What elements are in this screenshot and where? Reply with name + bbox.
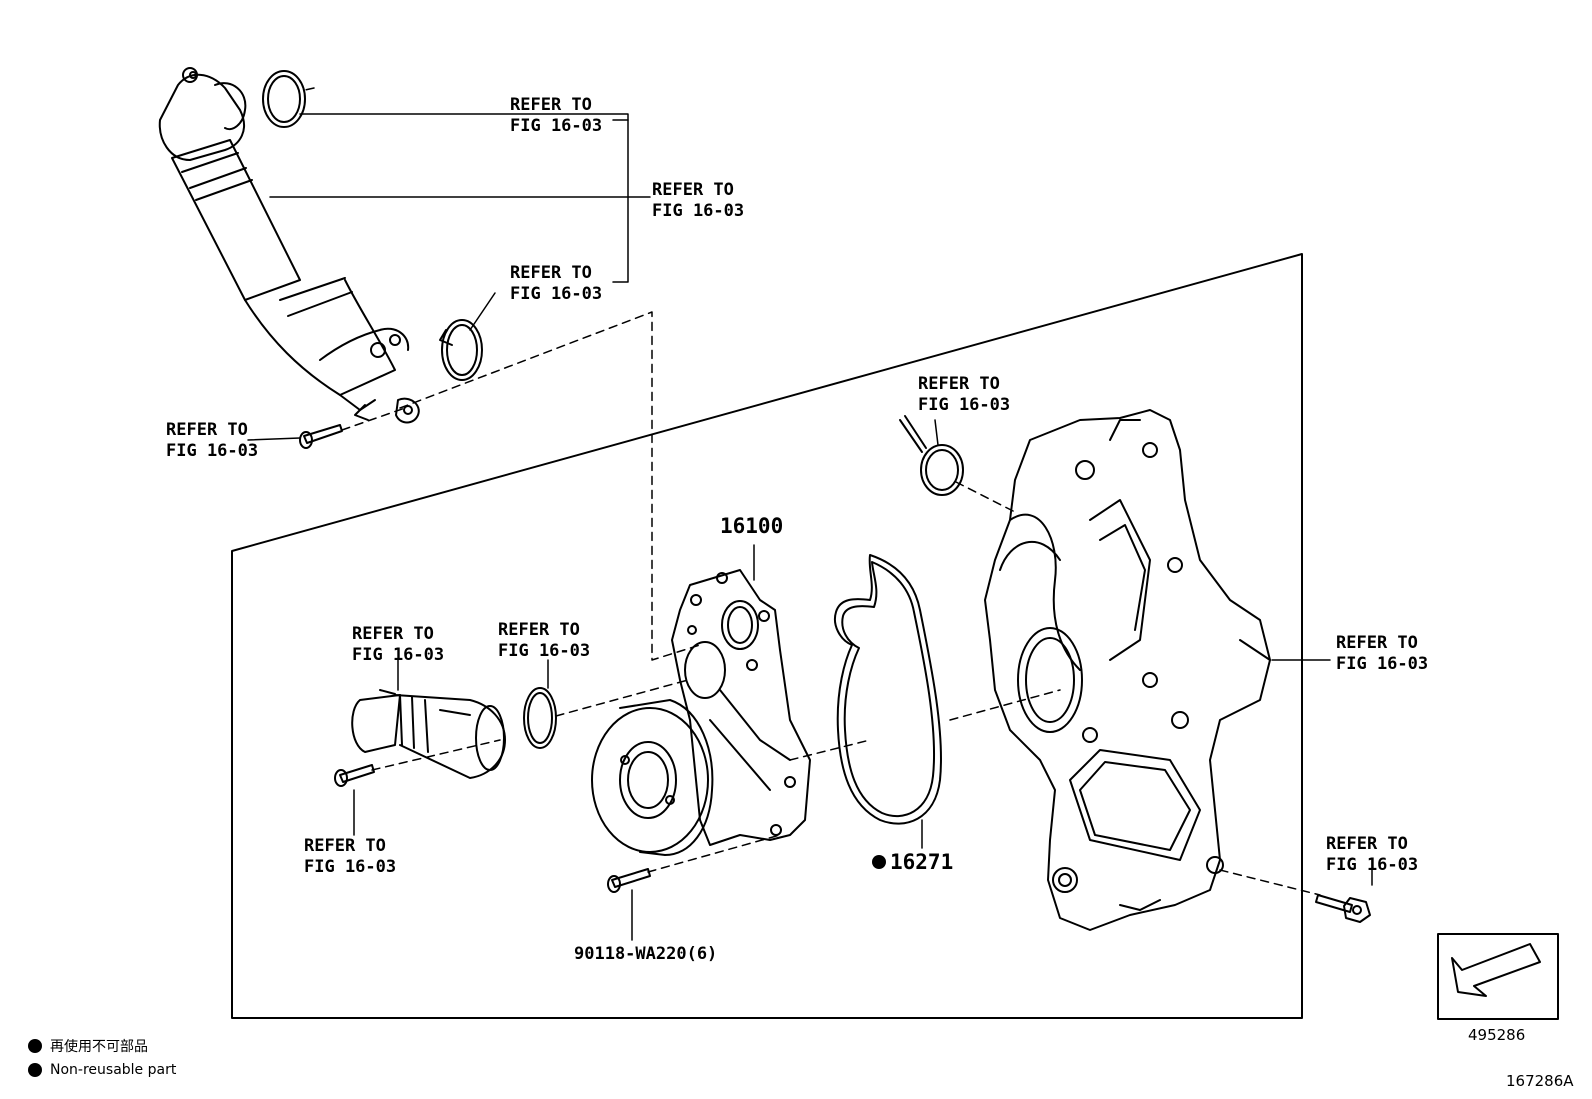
bolt-pump	[607, 868, 651, 893]
timing-cover-housing	[984, 409, 1271, 931]
refer-line: REFER TO	[1326, 834, 1408, 854]
fig-line: FIG 16-03	[918, 395, 1011, 415]
fig-line: FIG 16-03	[1326, 855, 1419, 875]
part-number-water-pump: 16100	[720, 514, 784, 538]
refer-label-hose: REFER TO FIG 16-03	[652, 180, 744, 222]
refer-label-bolt-upper: REFER TO FIG 16-03	[166, 420, 258, 462]
hose-clamp	[439, 319, 483, 381]
refer-line: REFER TO	[166, 420, 248, 440]
refer-line: REFER TO	[352, 624, 434, 644]
refer-line: REFER TO	[918, 374, 1000, 394]
fig-line: FIG 16-03	[352, 645, 445, 665]
pump-pulley	[591, 699, 714, 856]
fig-line: FIG 16-03	[166, 441, 259, 461]
o-ring-upper-right	[899, 415, 964, 496]
group-frame	[231, 253, 1303, 1019]
fig-line: FIG 16-03	[510, 116, 603, 136]
refer-line: REFER TO	[510, 95, 592, 115]
non-reusable-marker-icon	[28, 1039, 42, 1053]
fig-line: FIG 16-03	[498, 641, 591, 661]
bolt-left	[334, 764, 375, 787]
refer-label-o-ring-top: REFER TO FIG 16-03	[510, 95, 602, 137]
gasket	[834, 554, 942, 825]
water-pump	[671, 569, 811, 846]
legend-english: Non-reusable part	[28, 1062, 176, 1078]
refer-label-o-ring-middle: REFER TO FIG 16-03	[498, 620, 590, 662]
fig-line: FIG 16-03	[652, 201, 745, 221]
refer-line: REFER TO	[498, 620, 580, 640]
refer-label-housing: REFER TO FIG 16-03	[1336, 633, 1428, 675]
fig-line: FIG 16-03	[1336, 654, 1429, 674]
non-reusable-marker-icon	[872, 855, 886, 869]
part-number-bolt: 90118-WA220(6)	[574, 944, 718, 964]
legend-en-text: Non-reusable part	[50, 1062, 177, 1078]
fig-line: FIG 16-03	[304, 857, 397, 877]
legend-japanese: 再使用不可部品	[28, 1036, 148, 1056]
view-code: 495286	[1468, 1026, 1526, 1044]
refer-label-clamp: REFER TO FIG 16-03	[510, 263, 602, 305]
o-ring-top	[262, 70, 306, 128]
refer-label-o-ring-upper-right: REFER TO FIG 16-03	[918, 374, 1010, 416]
coolant-hose	[158, 67, 420, 424]
part-number-gasket: 16271	[872, 850, 953, 874]
o-ring-middle	[523, 687, 557, 749]
refer-line: REFER TO	[304, 836, 386, 856]
refer-label-bolt-left: REFER TO FIG 16-03	[304, 836, 396, 878]
gasket-number-text: 16271	[890, 850, 954, 874]
bolt-upper	[299, 424, 343, 449]
refer-label-inlet-housing: REFER TO FIG 16-03	[352, 624, 444, 666]
refer-label-bolt-right: REFER TO FIG 16-03	[1326, 834, 1418, 876]
refer-line: REFER TO	[510, 263, 592, 283]
refer-line: REFER TO	[652, 180, 734, 200]
bolt-right	[1315, 894, 1371, 923]
illustration-code: 167286A	[1506, 1072, 1574, 1090]
view-arrow-box	[1437, 933, 1559, 1020]
fig-line: FIG 16-03	[510, 284, 603, 304]
refer-line: REFER TO	[1336, 633, 1418, 653]
non-reusable-marker-icon	[28, 1063, 42, 1077]
water-inlet-housing	[351, 689, 506, 779]
legend-jp-text: 再使用不可部品	[50, 1039, 148, 1055]
